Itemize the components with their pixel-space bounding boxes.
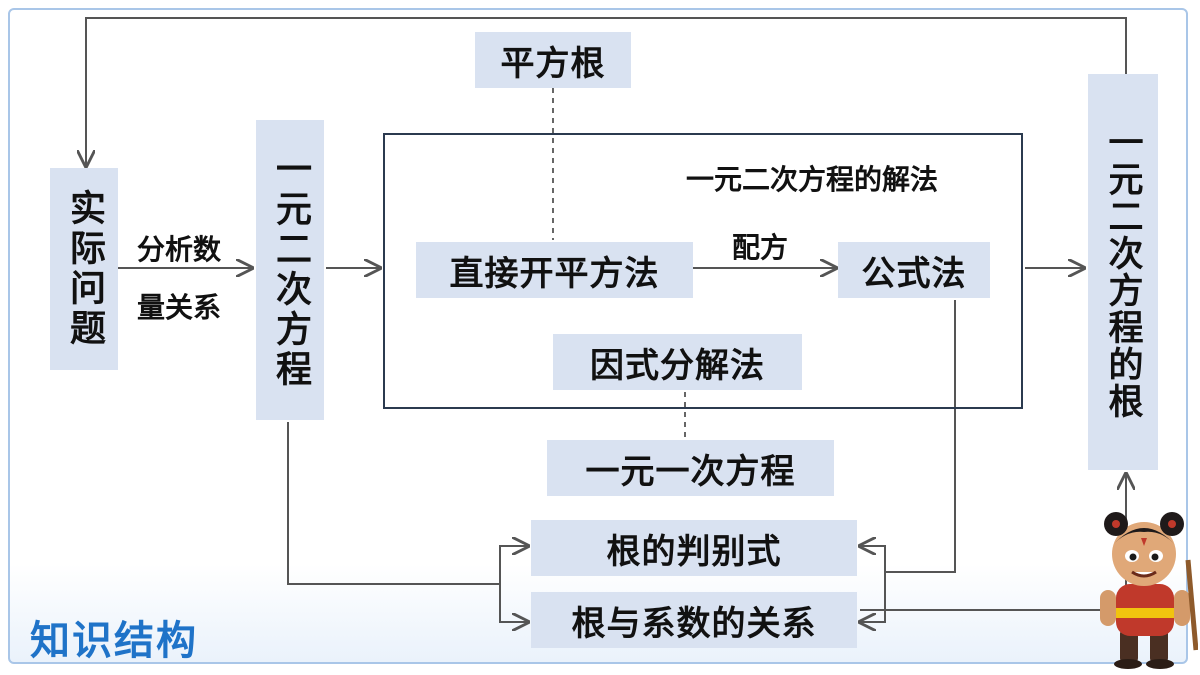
arrow-to-discriminant [499, 546, 528, 584]
arrow-vieta-roots [860, 474, 1126, 611]
loop-line [86, 17, 1127, 166]
line-equation-down [287, 422, 500, 585]
node-square-root: 平方根 [475, 32, 631, 88]
mascot-character-icon [1100, 512, 1198, 669]
node-real-problem: 实际问题 [50, 168, 118, 370]
label-analyze-bottom: 量关系 [137, 291, 222, 324]
methods-title: 一元二次方程的解法 [686, 163, 939, 196]
label-complete-square: 配方 [732, 231, 789, 264]
arrow-formula-vieta [860, 572, 886, 622]
node-direct-sqrt: 直接开平方法 [416, 242, 693, 298]
node-formula: 公式法 [838, 242, 990, 298]
arrow-formula-discriminant [860, 546, 886, 572]
node-discriminant: 根的判别式 [531, 520, 857, 576]
node-roots: 一元二次方程的根 [1088, 74, 1158, 470]
line-formula-down [885, 300, 956, 573]
methods-frame [383, 133, 1023, 409]
node-factorization: 因式分解法 [553, 334, 802, 390]
node-linear-equation: 一元一次方程 [547, 440, 834, 496]
arrow-to-vieta [499, 584, 528, 622]
node-vieta: 根与系数的关系 [531, 592, 857, 648]
section-title: 知识结构 [30, 618, 198, 664]
label-analyze-top: 分析数 [137, 233, 222, 266]
node-quadratic-equation: 一元二次方程 [256, 120, 324, 420]
